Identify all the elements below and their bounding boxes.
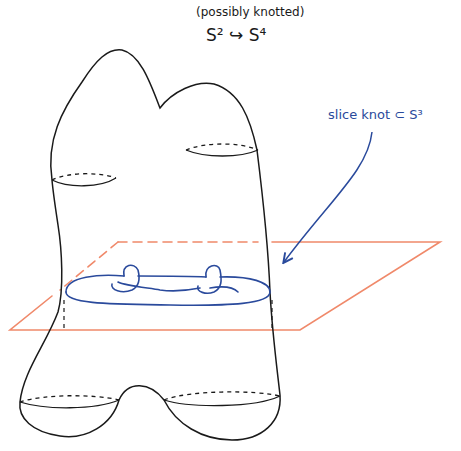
hidden-edge — [271, 300, 272, 328]
slice-plane — [10, 242, 440, 330]
callout-label: slice knot ⊂ S³ — [328, 108, 423, 122]
embedding-label: S² ↪ S⁴ — [206, 26, 266, 45]
hidden-edge — [63, 300, 64, 328]
slice-knot — [66, 265, 270, 305]
leader-arrow — [284, 132, 372, 262]
sphere-outline — [20, 50, 280, 440]
cross-sections — [20, 144, 280, 408]
annotation: (possibly knotted) — [196, 6, 304, 19]
